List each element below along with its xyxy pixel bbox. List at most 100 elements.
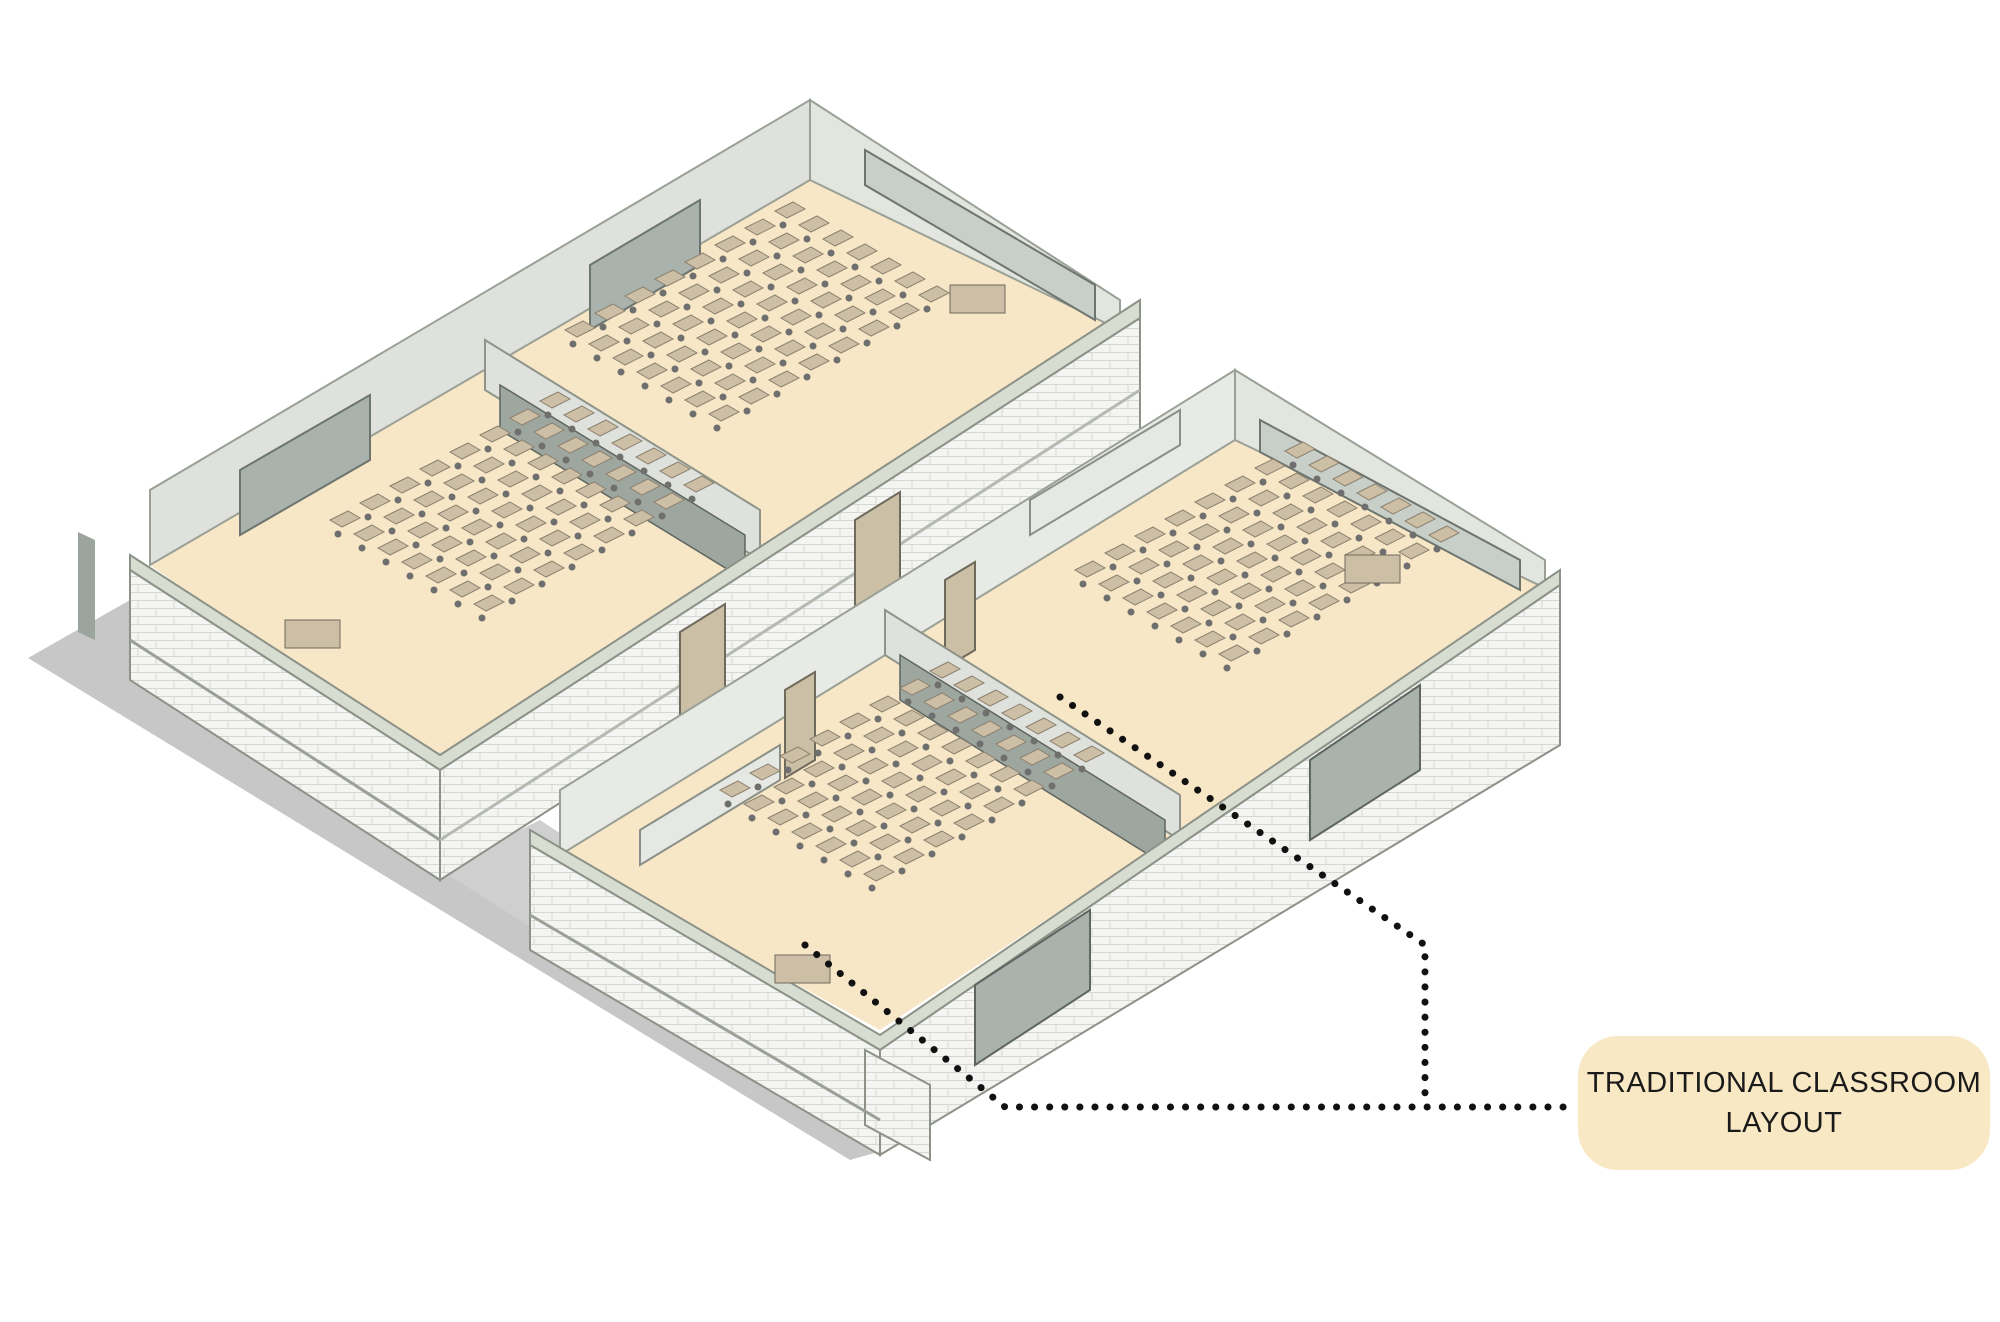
student-desk	[958, 782, 992, 800]
student-chair	[833, 356, 841, 364]
student-desk	[1355, 483, 1389, 501]
student-desk	[604, 464, 638, 482]
callout-line-2: LAYOUT	[1725, 1107, 1843, 1139]
student-desk	[695, 328, 729, 346]
student-desk	[880, 771, 914, 789]
student-chair	[610, 484, 618, 492]
student-desk	[826, 774, 860, 792]
student-chair	[388, 527, 396, 535]
window-back-1	[239, 393, 371, 537]
student-desk	[1223, 613, 1257, 631]
student-chair	[707, 317, 715, 325]
student-chair	[893, 322, 901, 330]
student-chair	[844, 870, 852, 878]
student-chair	[808, 780, 816, 788]
student-chair	[1139, 546, 1147, 554]
student-chair	[1289, 599, 1297, 607]
student-desk	[1181, 554, 1215, 572]
student-chair	[826, 825, 834, 833]
student-chair	[1259, 616, 1267, 624]
student-desk	[1277, 610, 1311, 628]
student-chair	[695, 379, 703, 387]
student-desk	[520, 484, 554, 502]
student-desks	[328, 201, 1461, 892]
student-chair	[1247, 540, 1255, 548]
student-desk	[689, 359, 723, 377]
student-desk	[820, 805, 854, 823]
teacher-desk-4	[774, 954, 831, 984]
student-chair	[472, 507, 480, 515]
student-desk	[586, 419, 620, 437]
student-desk	[718, 780, 752, 798]
student-chair	[629, 306, 637, 314]
student-chair	[1229, 495, 1237, 503]
student-chair	[796, 842, 804, 850]
student-chair	[773, 390, 781, 398]
student-chair	[1283, 630, 1291, 638]
student-desk	[562, 543, 596, 561]
student-desk	[874, 802, 908, 820]
student-chair	[754, 783, 762, 791]
student-chair	[821, 280, 829, 288]
student-chair	[1133, 577, 1141, 585]
student-chair	[1385, 517, 1393, 525]
student-chair	[418, 510, 426, 518]
student-desk	[898, 816, 932, 834]
student-chair	[569, 340, 577, 348]
student-chair	[772, 828, 780, 836]
student-chair	[568, 425, 576, 433]
student-chair	[664, 481, 672, 489]
student-chair	[773, 252, 781, 260]
student-desk	[454, 549, 488, 567]
student-desk	[1373, 528, 1407, 546]
student-chair	[1265, 585, 1273, 593]
student-chair	[460, 569, 468, 577]
student-chair	[671, 365, 679, 373]
student-chair	[508, 597, 516, 605]
student-desk	[328, 510, 362, 528]
student-desk	[550, 467, 584, 485]
student-chair	[1433, 545, 1441, 553]
student-chair	[713, 424, 721, 432]
student-desk	[940, 737, 974, 755]
student-desk	[1133, 526, 1167, 544]
student-desk	[1097, 574, 1131, 592]
student-chair	[334, 530, 342, 538]
student-chair	[1409, 531, 1417, 539]
student-desk	[1307, 593, 1341, 611]
student-chair	[916, 774, 924, 782]
student-desk	[970, 720, 1004, 738]
student-desk	[659, 376, 693, 394]
student-desk	[635, 362, 669, 380]
student-desk	[671, 314, 705, 332]
student-chair	[580, 501, 588, 509]
student-chair	[1217, 557, 1225, 565]
student-desk	[532, 422, 566, 440]
student-desk	[502, 577, 536, 595]
student-desk	[665, 345, 699, 363]
student-chair	[1199, 512, 1207, 520]
student-desk	[442, 473, 476, 491]
student-desk	[658, 461, 692, 479]
student-desk	[1265, 534, 1299, 552]
student-chair	[719, 393, 727, 401]
student-chair	[1331, 520, 1339, 528]
student-desk	[1211, 537, 1245, 555]
student-chair	[424, 479, 432, 487]
student-chair	[1307, 506, 1315, 514]
student-desk	[490, 501, 524, 519]
student-chair	[1379, 548, 1387, 556]
student-chair	[1403, 562, 1411, 570]
student-chair	[1006, 723, 1014, 731]
student-chair	[994, 785, 1002, 793]
student-chair	[688, 495, 696, 503]
student-chair	[568, 563, 576, 571]
window-side-right-2	[1309, 683, 1421, 842]
student-chair	[436, 555, 444, 563]
student-chair	[850, 839, 858, 847]
student-chair	[1223, 664, 1231, 672]
student-chair	[874, 853, 882, 861]
student-chair	[689, 410, 697, 418]
student-desk	[898, 678, 932, 696]
student-chair	[761, 314, 769, 322]
